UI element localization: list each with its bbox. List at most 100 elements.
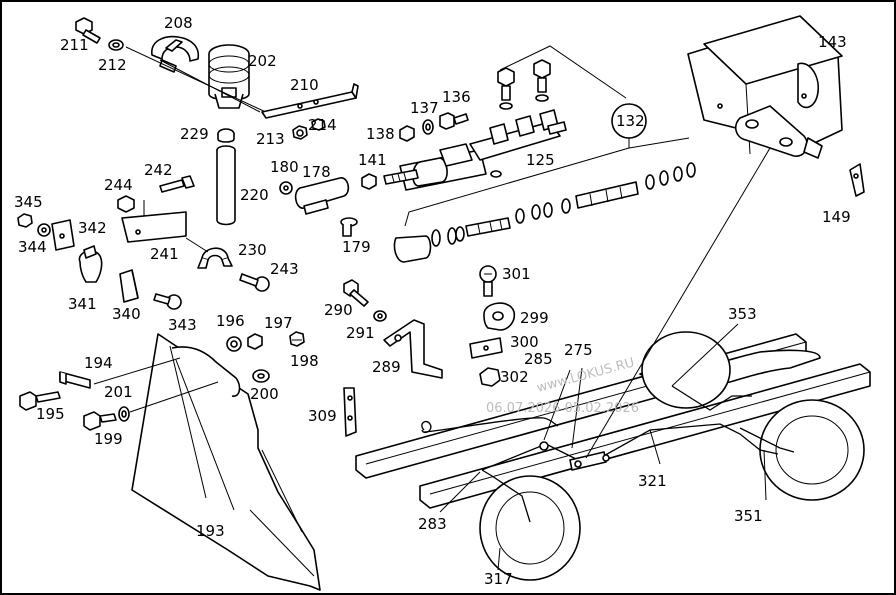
label-345: 345	[14, 193, 43, 211]
label-321: 321	[638, 472, 667, 490]
label-179: 179	[342, 238, 371, 256]
label-285: 285	[524, 350, 553, 368]
label-178: 178	[302, 163, 331, 181]
label-340: 340	[112, 305, 141, 323]
label-275: 275	[564, 341, 593, 359]
washer-137	[422, 119, 434, 135]
nut-244	[117, 195, 135, 213]
bracket-289	[383, 319, 443, 379]
label-208: 208	[164, 14, 193, 32]
label-193: 193	[196, 522, 225, 540]
banjo-bolts	[490, 59, 551, 178]
label-125: 125	[526, 151, 555, 169]
label-136: 136	[442, 88, 471, 106]
washer-196	[226, 336, 242, 352]
label-353: 353	[728, 305, 757, 323]
screw-242	[159, 175, 195, 193]
label-341: 341	[68, 295, 97, 313]
nut-197	[247, 333, 263, 350]
bracket-149	[849, 163, 865, 197]
bolt-290	[343, 279, 369, 307]
label-137: 137	[410, 99, 439, 117]
pin-179	[340, 217, 358, 237]
label-202: 202	[248, 52, 277, 70]
label-213: 213	[256, 130, 285, 148]
label-199: 199	[94, 430, 123, 448]
bolt-199	[83, 411, 117, 431]
label-195: 195	[36, 405, 65, 423]
pushrod-141	[383, 169, 419, 185]
watermark-date: 06.07.2026 05.02.2026	[486, 401, 639, 416]
label-302: 302	[500, 368, 529, 386]
label-212: 212	[98, 56, 127, 74]
nut-198	[289, 331, 305, 347]
label-344: 344	[18, 238, 47, 256]
label-143: 143	[818, 33, 847, 51]
label-300: 300	[510, 333, 539, 351]
leader-201	[93, 357, 181, 385]
leader-275	[571, 367, 583, 449]
washer-200	[252, 369, 270, 383]
label-351: 351	[734, 507, 763, 525]
label-141: 141	[358, 151, 387, 169]
label-317: 317	[484, 570, 513, 588]
label-243: 243	[270, 260, 299, 278]
washer-344	[37, 223, 51, 237]
label-132: 132	[616, 112, 645, 130]
label-301: 301	[502, 265, 531, 283]
leader-283	[439, 471, 481, 513]
washer-291	[373, 310, 387, 322]
label-220: 220	[240, 186, 269, 204]
label-197: 197	[264, 314, 293, 332]
nut-302	[479, 367, 501, 387]
label-291: 291	[346, 324, 375, 342]
leader-285	[543, 369, 571, 441]
bracket-309	[343, 387, 357, 437]
screw-301	[479, 265, 497, 297]
brake-drum-front	[641, 331, 731, 409]
plate-342	[51, 219, 75, 251]
label-230: 230	[238, 241, 267, 259]
screw-136	[439, 112, 469, 130]
brake-drum-rear-right	[759, 399, 865, 501]
screw-343	[153, 293, 182, 310]
bracket-210	[261, 83, 359, 119]
clamp-299	[483, 302, 516, 331]
label-242: 242	[144, 161, 173, 179]
label-289: 289	[372, 358, 401, 376]
nut-213	[311, 118, 326, 131]
leader-208	[159, 59, 261, 113]
leader-132-kit	[404, 137, 690, 227]
bolt-195	[19, 391, 61, 411]
bracket-194	[59, 371, 91, 389]
leader-132-top	[499, 45, 627, 99]
master-cylinder-125	[399, 109, 567, 191]
label-201: 201	[104, 383, 133, 401]
screw-243	[239, 273, 270, 292]
leader-353	[671, 323, 739, 387]
label-196: 196	[216, 312, 245, 330]
nut-214	[292, 125, 308, 140]
label-290: 290	[324, 301, 353, 319]
label-180: 180	[270, 158, 299, 176]
reservoir-202	[208, 44, 250, 109]
label-198: 198	[290, 352, 319, 370]
leader-351	[763, 449, 767, 501]
hose-220	[216, 145, 236, 226]
leader-212	[125, 46, 271, 115]
nut-138	[399, 125, 415, 142]
bracket-300	[469, 337, 503, 359]
brake-drum-rear-left	[479, 475, 581, 581]
label-229: 229	[180, 125, 209, 143]
clip-230	[197, 247, 233, 269]
label-244: 244	[104, 176, 133, 194]
grommet-229	[217, 128, 235, 143]
nut-345	[17, 213, 33, 228]
label-211: 211	[60, 36, 89, 54]
mudflap-193	[131, 333, 321, 591]
label-210: 210	[290, 76, 319, 94]
bracket-143	[687, 15, 843, 159]
label-138: 138	[366, 125, 395, 143]
